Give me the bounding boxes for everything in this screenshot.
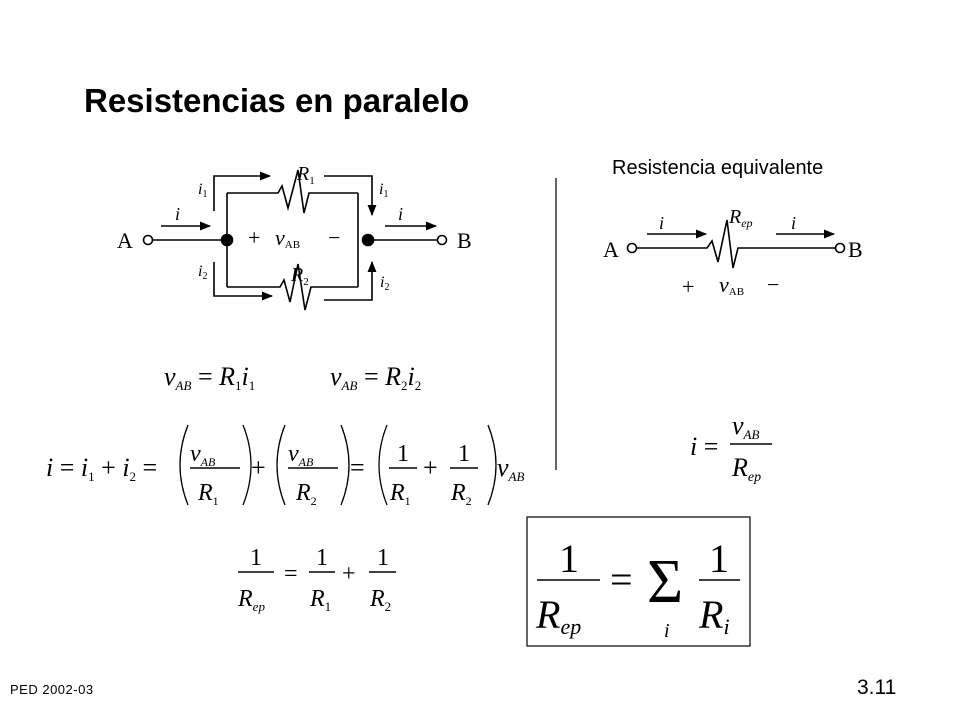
- footer-course-label: PED 2002-03: [10, 682, 94, 697]
- svg-text:R2: R2: [450, 480, 472, 508]
- svg-text:1: 1: [458, 441, 470, 467]
- current-out-label: i: [398, 204, 403, 224]
- parallel-circuit: [142, 169, 448, 311]
- svg-text:R1: R1: [309, 586, 331, 614]
- svg-text:+: +: [423, 453, 438, 482]
- svg-text:R2: R2: [295, 480, 317, 508]
- svg-text:+: +: [251, 453, 266, 482]
- equivalent-current-equation: i = vAB Rep: [690, 411, 772, 485]
- svg-text:1: 1: [377, 545, 389, 571]
- junction-right: [361, 233, 375, 247]
- i1-right-label: i1: [379, 181, 388, 200]
- resistor-r1: [227, 169, 358, 214]
- eq-terminal-a: [626, 242, 638, 254]
- r1-label: R1: [296, 163, 315, 187]
- svg-text:Σ: Σ: [647, 548, 683, 616]
- i2-right-label: i2: [380, 274, 389, 293]
- node-b-label: B: [457, 228, 472, 253]
- eq-current-in-label: i: [659, 213, 664, 233]
- equivalent-resistance-label: Resistencia equivalente: [612, 157, 824, 179]
- eq-node-b-label: B: [848, 237, 863, 262]
- eq-current-out-label: i: [791, 213, 796, 233]
- svg-text:1: 1: [709, 536, 729, 581]
- svg-text:i =: i =: [690, 432, 718, 461]
- resistor-r2: [227, 263, 358, 311]
- voltage-label: vAB: [275, 225, 300, 251]
- svg-text:vAB = R2i2: vAB = R2i2: [330, 362, 421, 393]
- plus-sign: +: [248, 225, 260, 250]
- arrow-i1-right: [324, 175, 377, 217]
- eq-terminal-b: [834, 242, 846, 254]
- svg-text:vAB: vAB: [288, 441, 314, 469]
- eq-plus-sign: +: [682, 274, 694, 299]
- svg-text:+: +: [342, 561, 356, 587]
- rep-label: Rep: [728, 206, 753, 230]
- svg-text:vAB = R1i1: vAB = R1i1: [164, 362, 255, 393]
- svg-text:Rep: Rep: [731, 453, 761, 485]
- arrow-i2-left: [213, 262, 274, 301]
- svg-text:1: 1: [250, 545, 262, 571]
- i1-left-label: i1: [198, 181, 207, 200]
- svg-text:Ri: Ri: [698, 592, 730, 639]
- current-in-label: i: [175, 204, 180, 224]
- svg-text:Rep: Rep: [535, 592, 581, 639]
- svg-text:=: =: [284, 561, 298, 587]
- svg-text:=: =: [350, 453, 365, 482]
- svg-text:vAB: vAB: [497, 453, 524, 484]
- page-number: 3.11: [857, 676, 897, 699]
- svg-text:vAB: vAB: [732, 411, 759, 442]
- svg-text:1: 1: [559, 536, 579, 581]
- parallel-circuit-labels: A B + − vAB i i R1 R2 i1 i1 i2 i2: [117, 163, 472, 293]
- svg-text:R2: R2: [369, 586, 391, 614]
- kcl-equation: i = i1 + i2 = vAB R1 + vAB R2 = 1 R1 + 1…: [46, 424, 524, 508]
- resistor-rep: [637, 219, 835, 269]
- eq-node-a-label: A: [603, 237, 619, 262]
- terminal-a: [142, 234, 154, 246]
- minus-sign: −: [328, 225, 340, 250]
- svg-text:1: 1: [397, 441, 409, 467]
- arrow-i1-left: [213, 171, 272, 211]
- svg-text:vAB: vAB: [190, 441, 216, 469]
- slide-title: Resistencias en paralelo: [84, 82, 470, 119]
- i2-left-label: i2: [198, 263, 207, 282]
- ohm-equations: vAB = R1i1 vAB = R2i2: [164, 362, 421, 393]
- terminal-b: [436, 234, 448, 246]
- equivalent-circuit-labels: A B i i Rep + vAB −: [603, 206, 863, 299]
- svg-text:R1: R1: [197, 480, 219, 508]
- svg-text:1: 1: [316, 545, 328, 571]
- arrow-i2-right: [324, 260, 377, 301]
- svg-text:Rep: Rep: [237, 586, 265, 614]
- svg-text:=: =: [610, 557, 633, 602]
- r2-label: R2: [290, 264, 309, 288]
- node-a-label: A: [117, 228, 133, 253]
- eq-voltage-label: vAB: [719, 272, 744, 298]
- two-resistor-equation: 1 Rep = 1 R1 + 1 R2: [237, 545, 396, 614]
- general-formula-box: 1 Rep = Σ i 1 Ri: [526, 516, 751, 647]
- svg-text:i = i1 + i2 =: i = i1 + i2 =: [46, 453, 157, 484]
- eq-minus-sign: −: [767, 272, 779, 297]
- equivalent-circuit: [626, 219, 846, 269]
- svg-text:i: i: [664, 620, 670, 642]
- svg-text:R1: R1: [389, 480, 411, 508]
